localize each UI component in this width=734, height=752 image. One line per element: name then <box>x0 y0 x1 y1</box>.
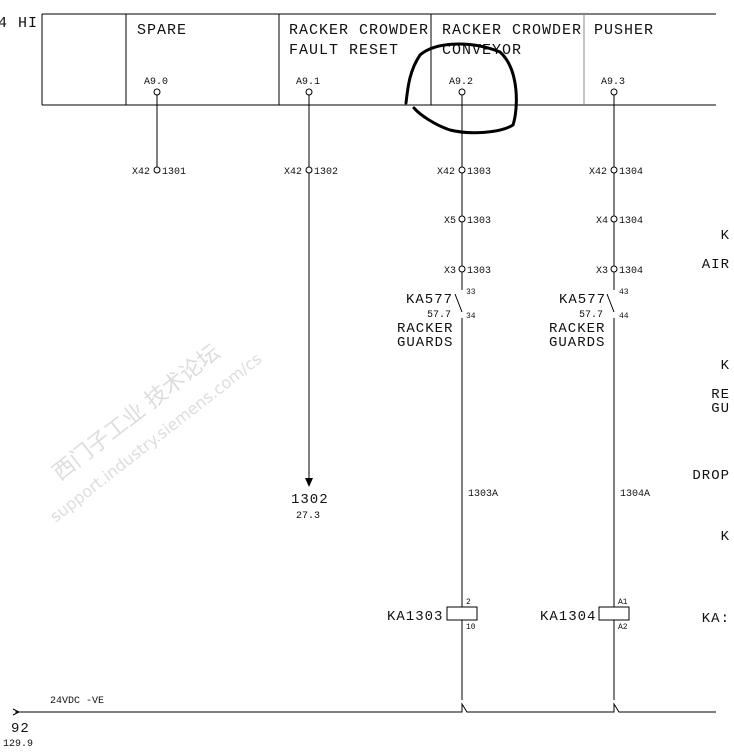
header-title-fault-reset-2: FAULT RESET <box>289 42 399 59</box>
contact-ref: 57.7 <box>579 310 603 321</box>
contact-desc: GUARDS <box>549 335 605 351</box>
contact-tag: KA577 <box>559 292 606 308</box>
terminal-num: 1301 <box>162 167 186 178</box>
terminal-circles <box>153 88 618 273</box>
contact-tag: KA577 <box>406 292 453 308</box>
terminal-num: 1304 <box>619 216 643 227</box>
contact-pin: 43 <box>619 288 629 297</box>
header-title-spare: SPARE <box>137 22 187 39</box>
contact-desc: GUARDS <box>397 335 453 351</box>
contact-ka577-a <box>454 293 463 313</box>
svg-text:RE: RE <box>711 387 730 403</box>
terminal-strip: X4 <box>596 216 608 227</box>
coil-pin: 10 <box>466 623 476 632</box>
terminal-num: 1304 <box>619 167 643 178</box>
sheet-edge-label: 4 HI <box>0 15 38 32</box>
coil-ka1304 <box>598 606 630 621</box>
header-title-conveyor: RACKER CROWDER <box>442 22 582 39</box>
coil-pin: 2 <box>466 598 471 607</box>
coil-tag: KA1304 <box>540 609 596 625</box>
coil-pin: A2 <box>618 623 628 632</box>
svg-text:KA:: KA: <box>702 611 730 627</box>
terminal-num: 1303 <box>467 167 491 178</box>
address-a91: A9.1 <box>296 77 320 88</box>
rail-ref: 92 <box>11 721 30 737</box>
svg-text:AIR: AIR <box>702 257 730 273</box>
contact-desc: RACKER <box>549 321 605 337</box>
terminal-strip: X5 <box>444 216 456 227</box>
contact-ref: 57.7 <box>427 310 451 321</box>
wire-number: 1304A <box>620 489 650 500</box>
terminal-num: 1304 <box>619 266 643 277</box>
terminal-strip: X42 <box>437 167 455 178</box>
terminal-num: 1303 <box>467 216 491 227</box>
header-title-fault-reset: RACKER CROWDER <box>289 22 429 39</box>
terminal-num: 1303 <box>467 266 491 277</box>
address-a93: A9.3 <box>601 77 625 88</box>
terminal-strip: X42 <box>284 167 302 178</box>
wire-number: 1303A <box>468 489 498 500</box>
watermark: 西门子工业 技术论坛 support.industry.siemens.com/… <box>46 340 265 526</box>
header-box <box>41 13 716 106</box>
contact-ka577-b <box>606 293 615 313</box>
address-a92: A9.2 <box>449 77 473 88</box>
coil-pin: A1 <box>618 598 628 607</box>
crossref: 1302 <box>291 492 329 508</box>
hand-drawn-circle-annotation <box>404 42 518 135</box>
wires <box>15 95 716 713</box>
address-a90: A9.0 <box>144 77 168 88</box>
svg-text:K: K <box>721 358 730 374</box>
rail-ref-page: 129.9 <box>3 739 33 750</box>
terminal-strip: X3 <box>444 266 456 277</box>
coil-tag: KA1303 <box>387 609 443 625</box>
contact-pin: 34 <box>466 312 476 321</box>
crossref-page: 27.3 <box>296 511 320 522</box>
terminal-strip: X42 <box>132 167 150 178</box>
header-title-pusher: PUSHER <box>594 22 654 39</box>
svg-text:support.industry.siemens.com/c: support.industry.siemens.com/cs <box>46 349 265 526</box>
svg-text:K: K <box>721 228 730 244</box>
svg-text:GU: GU <box>711 401 730 417</box>
terminal-num: 1302 <box>314 167 338 178</box>
contact-pin: 33 <box>466 288 476 297</box>
rail-label: 24VDC -VE <box>50 696 104 707</box>
svg-text:DROP: DROP <box>692 468 730 484</box>
contact-desc: RACKER <box>397 321 453 337</box>
svg-text:K: K <box>721 529 730 545</box>
coil-ka1303 <box>446 606 478 621</box>
arrow-down-icon <box>305 478 313 487</box>
contact-pin: 44 <box>619 312 629 321</box>
terminal-strip: X3 <box>596 266 608 277</box>
terminal-strip: X42 <box>589 167 607 178</box>
right-edge-fragments: K AIR K RE GU DROP K KA: <box>692 228 730 627</box>
rail-start-arrow-icon <box>12 708 21 716</box>
